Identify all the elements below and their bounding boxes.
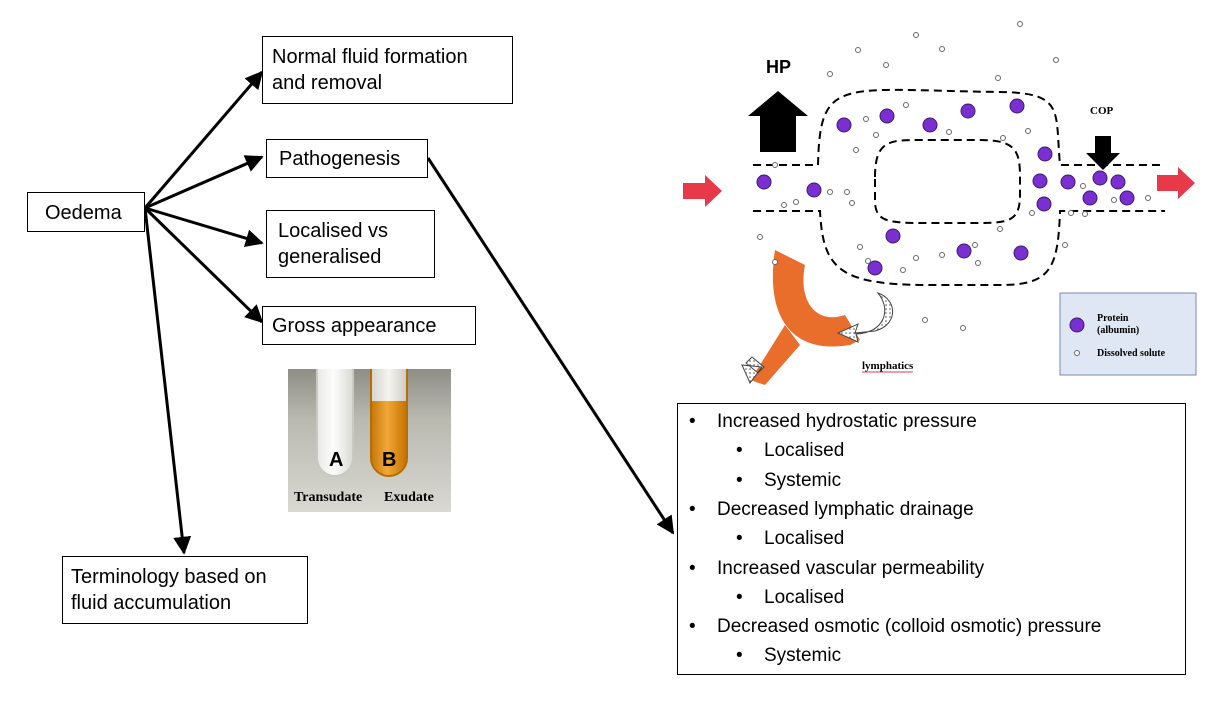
list-item-main: • Decreased osmotic (colloid osmotic) pre… (689, 616, 1102, 638)
arrow-to-gross (143, 206, 264, 324)
bullet-icon: • (736, 645, 743, 667)
bullet-icon: • (689, 557, 696, 579)
cop-label: COP (1090, 105, 1114, 117)
terminology-line2: fluid accumulation (71, 592, 232, 614)
bullet-icon: • (689, 616, 696, 638)
list-item-sub: • Localised (736, 586, 845, 609)
arrow-to-normal (143, 70, 264, 209)
arrow-to-pathogenesis (144, 155, 264, 210)
list-item-text: Localised (764, 528, 845, 550)
gross-appearance-label: Gross appearance (272, 315, 437, 337)
list-item-text: Systemic (764, 645, 842, 667)
list-item-text: Increased hydrostatic pressure (717, 411, 977, 432)
solute-particles (757, 21, 1151, 331)
transudate-tube (316, 369, 354, 477)
terminology-node: Terminology based on fluid accumulation (62, 556, 308, 624)
hp-label: HP (766, 57, 791, 77)
list-item-sub: • Localised (736, 528, 845, 550)
capillary-diagram: HP COP lymphatics (683, 21, 1197, 385)
protein-molecules (756, 98, 1135, 276)
bullet-icon: • (689, 411, 696, 432)
list-item-sub: • Systemic (736, 645, 842, 667)
list-item-sub: • Localised (736, 440, 845, 462)
bullet-icon: • (689, 498, 696, 520)
list-item-main: • Increased vascular permeability (689, 557, 985, 580)
normal-fluid-node: Normal fluid formation and removal (262, 36, 513, 104)
bullet-icon: • (736, 586, 743, 608)
oedema-label: Oedema (45, 202, 122, 224)
pathogenesis-label: Pathogenesis (279, 148, 401, 170)
normal-fluid-line2: and removal (272, 72, 383, 94)
arrow-to-list (426, 157, 675, 535)
bullet-icon: • (736, 528, 743, 550)
legend-protein-line2: (albumin) (1097, 325, 1139, 336)
exudate-caption: Exudate (384, 490, 434, 505)
legend-protein-line1: Protein (1097, 313, 1129, 324)
list-item-text: Increased vascular permeability (717, 557, 985, 579)
tube-b-letter: B (382, 449, 397, 471)
lymphatic-vessel (772, 250, 860, 347)
localised-line2: generalised (278, 246, 382, 268)
oedema-node: Oedema (27, 192, 145, 232)
terminology-line1: Terminology based on (71, 566, 267, 588)
list-item-sub: • Systemic (736, 469, 842, 492)
tube-a-letter: A (329, 449, 344, 471)
lymphatics-label: lymphatics (862, 360, 914, 372)
gross-appearance-node: Gross appearance (262, 306, 476, 345)
cop-arrow-icon (1086, 136, 1120, 170)
list-item-text: Decreased osmotic (colloid osmotic) pres… (717, 616, 1102, 638)
normal-fluid-line1: Normal fluid formation (272, 46, 468, 68)
list-item-text: Decreased lymphatic drainage (717, 498, 974, 520)
pathogenesis-list: • Increased hydrostatic pressure • Localise… (677, 403, 1186, 675)
lymph-uptake-arrow-icon (836, 291, 894, 343)
list-item-text: Systemic (764, 469, 842, 491)
vessel-walls (753, 88, 1165, 286)
list-item-text: Localised (764, 586, 845, 608)
test-tubes-photo: A B Transudate Exudate (288, 369, 451, 512)
bullet-icon: • (736, 469, 743, 491)
outflow-arrow-icon (1157, 167, 1195, 199)
legend-solute: Dissolved solute (1097, 348, 1166, 359)
capillary-legend (1059, 292, 1197, 376)
exudate-tube (370, 369, 408, 477)
list-item-text: Localised (764, 440, 845, 462)
arrow-to-localised (144, 206, 264, 247)
transudate-caption: Transudate (294, 490, 363, 505)
localised-node: Localised vs generalised (266, 210, 435, 278)
localised-line1: Localised vs (278, 220, 389, 242)
list-item-main: • Decreased lymphatic drainage (689, 498, 974, 521)
bullet-icon: • (736, 440, 743, 462)
inflow-arrow-icon (683, 175, 722, 207)
pathogenesis-node: Pathogenesis (266, 139, 428, 178)
lymph-drain-arrow-icon (741, 356, 765, 384)
list-item-main: • Increased hydrostatic pressure (689, 411, 977, 433)
arrow-to-terminology (143, 207, 192, 555)
hp-arrow-icon (748, 91, 808, 152)
